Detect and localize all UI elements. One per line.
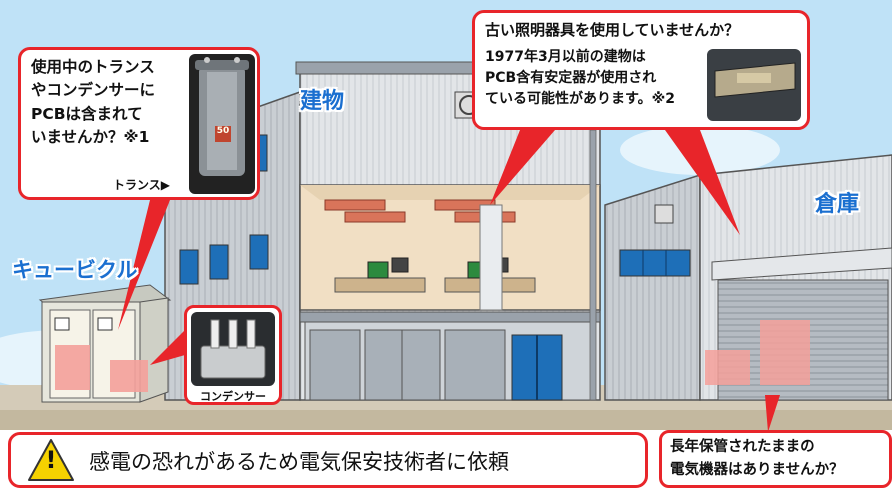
warning-icon-glyph: ! [45,446,57,474]
transformer-photo-text: 50 [216,126,230,136]
callout-transformer: 使用中のトランス やコンデンサーに PCBは含まれて いませんか？※1 トランス… [18,47,260,200]
callout-line: 1977年3月以前の建物は [485,49,646,65]
transformer-photo: 50 [189,54,255,194]
ceiling-light [344,211,406,223]
ballast-photo [707,49,801,121]
ceiling-light [324,199,386,211]
condenser-photo [191,312,275,386]
warning-icon [28,439,74,481]
callout-line: 使用中のトランス [31,58,155,76]
warning-text: 感電の恐れがあるため電気保安技術者に依頼 [89,450,509,474]
callout-line: やコンデンサーに [31,81,156,100]
callout-stored-text: 長年保管されたままの 電気機器はありませんか？ [670,436,844,482]
condenser-caption: コンデンサー [200,390,266,403]
pointer-transformer [118,200,170,330]
callout-line: PCB含有安定器が使用され [485,70,657,86]
label-warehouse: 倉庫 [815,192,860,217]
callout-stored: 長年保管されたままの 電気機器はありませんか？ [659,430,892,488]
pointer-lighting [490,130,555,205]
callout-lighting: 古い照明器具を使用していませんか？ 1977年3月以前の建物は PCB含有安定器… [472,10,810,130]
pointer-stored [765,395,780,432]
label-building: 建物 [300,89,345,114]
callout-line: いませんか？※1 [31,127,150,146]
warehouse [604,154,892,401]
callout-line: ている可能性があります。※2 [485,91,675,107]
pointer-warehouse [665,130,740,235]
callout-condenser: コンデンサー [184,305,282,405]
callout-lighting-text: 1977年3月以前の建物は PCB含有安定器が使用され ている可能性があります。… [485,47,675,110]
label-cubicle: キュービクル [12,258,138,282]
callout-lighting-title: 古い照明器具を使用していませんか？ [485,21,740,39]
callout-transformer-text: 使用中のトランス やコンデンサーに PCBは含まれて いませんか？※1 [31,56,155,149]
pointer-condenser [150,330,185,365]
warning-banner: ! 感電の恐れがあるため電気保安技術者に依頼 [8,432,648,488]
cubicle-illustration [38,284,172,403]
callout-line: PCBは含まれて [31,104,143,123]
callout-line: 電気機器はありませんか？ [670,462,844,479]
transformer-caption: トランス▶ [113,178,170,192]
callout-line: 長年保管されたままの [670,439,815,455]
